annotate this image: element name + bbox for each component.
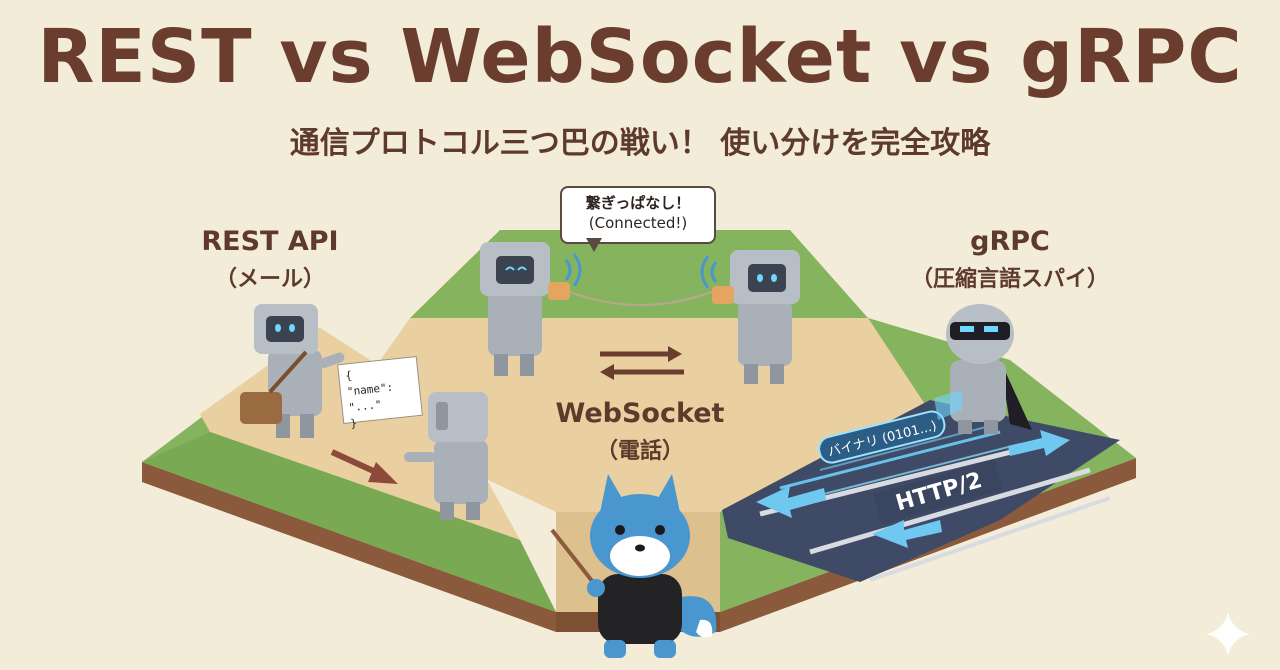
- rest-arrow-icon: [330, 449, 398, 484]
- websocket-name: WebSocket: [555, 398, 725, 429]
- bubble-text-ja: 繋ぎっぱなし！: [585, 194, 691, 212]
- wifi-signal-icon: [700, 255, 718, 289]
- road-arrow-right: [1008, 430, 1070, 456]
- ninja-robot-icon: [934, 304, 1032, 434]
- wifi-signal-icon: [564, 253, 582, 287]
- rest-sub: （メール）: [214, 267, 325, 292]
- json-payload-card: { "name": "..." }: [337, 355, 423, 430]
- sparkle-icon: [1206, 612, 1250, 656]
- websocket-right-robot-icon: [712, 250, 800, 384]
- bubble-text-en: (Connected!): [588, 214, 688, 232]
- websocket-sub: （電話）: [595, 439, 684, 464]
- websocket-left-robot-icon: [480, 242, 570, 376]
- pointer-stick-icon: [550, 528, 598, 588]
- rest-name: REST API: [201, 226, 339, 257]
- neon-stream-2: [799, 443, 1021, 501]
- tin-can-phone-icon: [548, 282, 570, 300]
- road-line-2: [809, 467, 1091, 555]
- grpc-label: gRPC （圧縮言語スパイ）: [880, 226, 1140, 293]
- road-arrow-left-2: [872, 520, 942, 548]
- page-title: REST vs WebSocket vs gRPC: [37, 14, 1243, 100]
- grpc-sub: （圧縮言語スパイ）: [910, 267, 1109, 292]
- road-line-3: [869, 496, 1111, 582]
- rest-label: REST API （メール）: [170, 226, 370, 293]
- board-left-grass-front: [142, 432, 556, 612]
- tin-can-string: [569, 291, 713, 306]
- soil-edge-left: [142, 462, 556, 632]
- board-center-sand: [344, 318, 930, 612]
- speech-bubble: 繋ぎっぱなし！ (Connected!): [560, 186, 716, 244]
- messenger-bag-icon: [240, 350, 308, 424]
- fox-mascot-icon: [550, 474, 717, 658]
- grpc-name: gRPC: [970, 226, 1050, 257]
- road-arrow-left: [756, 486, 826, 518]
- neon-stream-1: [779, 430, 1001, 490]
- rest-receiver-robot-icon: [404, 392, 488, 520]
- page-subtitle: 通信プロトコル三つ巴の戦い！ 使い分けを完全攻略: [289, 126, 991, 161]
- tin-can-phone-icon: [712, 286, 734, 304]
- websocket-arrows-icon: [600, 346, 684, 380]
- websocket-label: WebSocket （電話）: [520, 398, 760, 465]
- speech-bubble-tail: [586, 238, 602, 252]
